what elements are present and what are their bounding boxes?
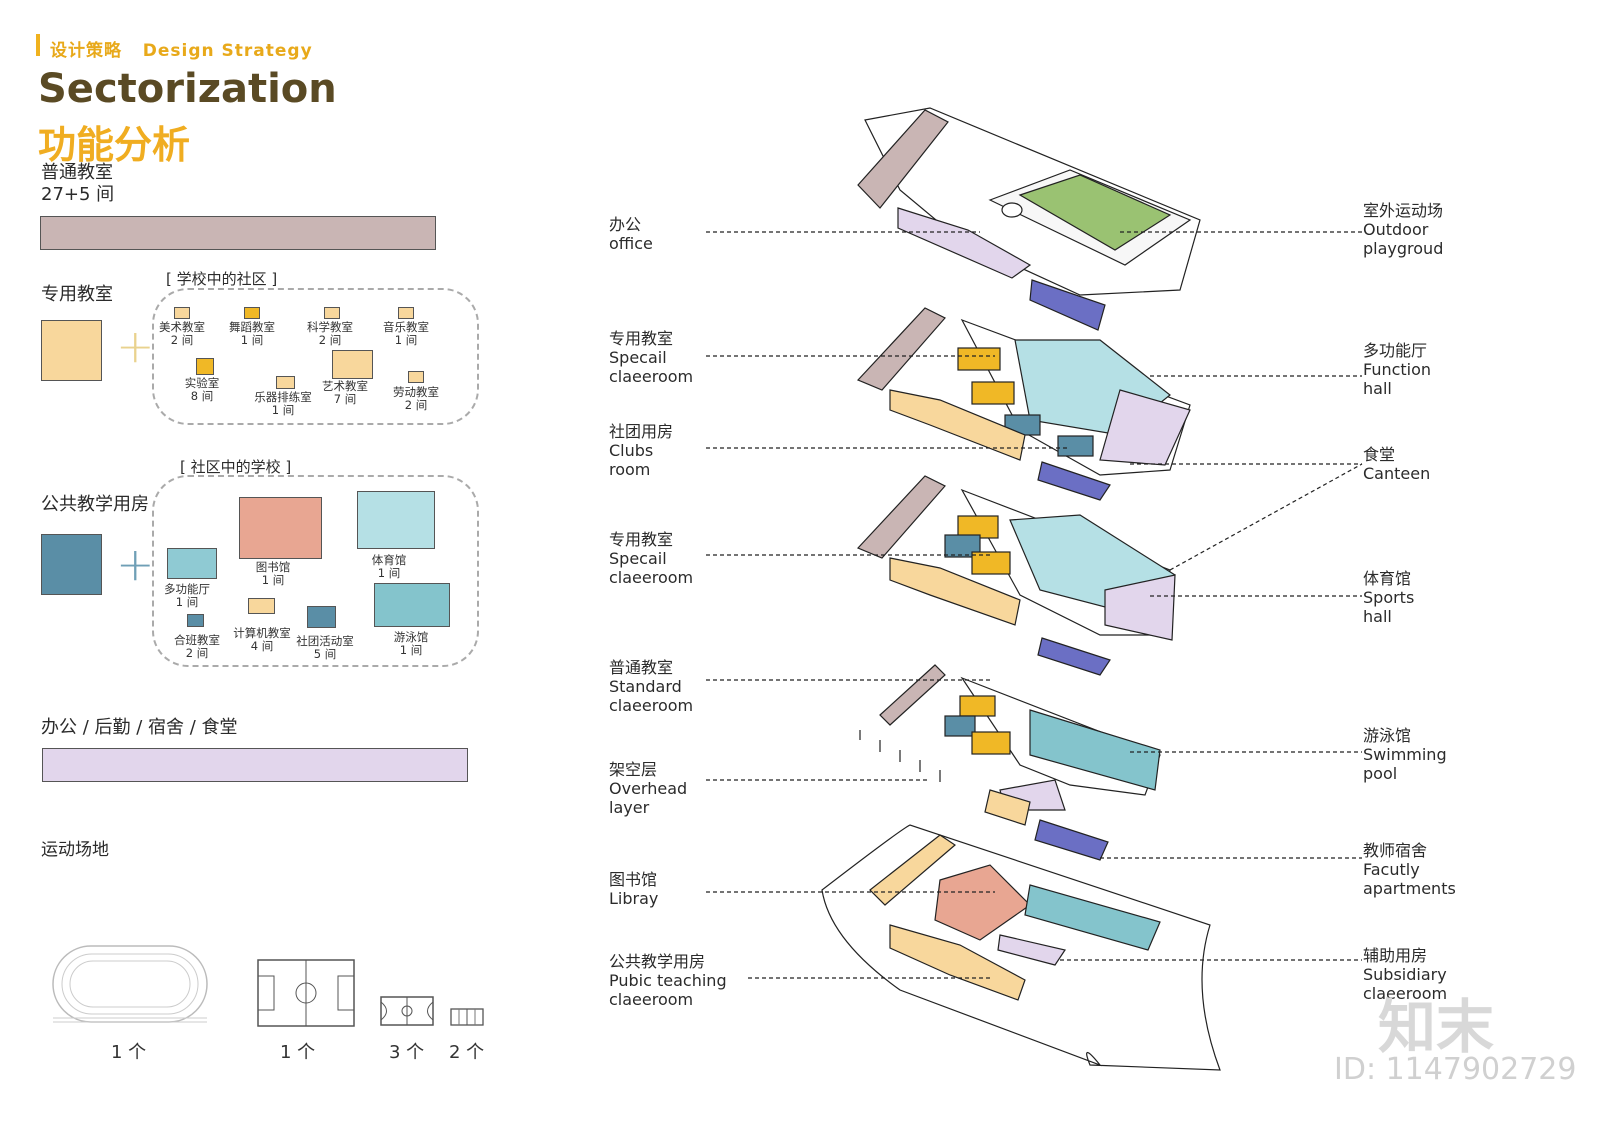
public-item-swatch: [167, 548, 217, 579]
football-field-icon: [257, 959, 355, 1027]
header-label: 设计策略 Design Strategy: [50, 36, 313, 61]
sports-name: 运动场地: [41, 840, 109, 860]
special-group-box: [152, 288, 479, 425]
library: [934, 864, 1031, 941]
special-name: 专用教室: [41, 284, 113, 305]
page-title-en: Sectorization: [38, 66, 337, 112]
standard-bar: [40, 216, 436, 250]
canteen: [1099, 389, 1191, 466]
outdoor-field: [1018, 174, 1172, 251]
special-swatch: [41, 320, 102, 381]
public-group-box: [152, 475, 479, 667]
special-item-swatch: [324, 307, 340, 319]
standard-count: 27+5 间: [41, 184, 115, 205]
special-item-swatch: [244, 307, 260, 319]
plus-icon: +: [116, 537, 155, 591]
public-item-swatch: [239, 497, 322, 559]
page-title-cn: 功能分析: [38, 123, 191, 167]
header-accent-bar: [36, 34, 40, 56]
special-item-swatch: [196, 358, 214, 375]
special-item-swatch: [276, 376, 295, 389]
standard-name: 普通教室: [41, 162, 113, 183]
sports-count: 1 个: [280, 1042, 316, 1063]
sports-count: 1 个: [111, 1042, 147, 1063]
special-item-swatch: [174, 307, 190, 319]
watermark-id: ID: 1147902729: [1334, 1052, 1577, 1087]
special-item-swatch: [398, 307, 414, 319]
swimming-pool: [1029, 709, 1161, 791]
public-group-title: [ 社区中的学校 ]: [180, 458, 292, 476]
public-item-swatch: [357, 491, 435, 549]
special-item-swatch: [332, 350, 373, 379]
public-swatch: [41, 534, 102, 595]
public-name: 公共教学用房: [41, 494, 149, 515]
public-item-swatch: [307, 606, 336, 628]
header-en: Design Strategy: [142, 41, 313, 61]
table-tennis-icon: [450, 1008, 484, 1026]
running-track-icon: [52, 945, 208, 1023]
office-bar: [42, 748, 468, 782]
sports-count: 2 个: [449, 1042, 485, 1063]
header-cn: 设计策略: [50, 41, 122, 61]
exploded-axonometric-diagram: [706, 107, 1363, 1071]
public-item-swatch: [187, 614, 204, 627]
sports-count: 3 个: [389, 1042, 425, 1063]
basketball-court-icon: [380, 996, 434, 1026]
special-item-swatch: [408, 371, 424, 383]
public-item-swatch: [248, 598, 275, 614]
office-name: 办公 / 后勤 / 宿舍 / 食堂: [41, 717, 238, 738]
special-group-title: [ 学校中的社区 ]: [166, 270, 278, 288]
watermark-logo: 知末: [1378, 993, 1495, 1061]
public-item-swatch: [374, 583, 450, 627]
plus-icon: +: [116, 319, 155, 373]
